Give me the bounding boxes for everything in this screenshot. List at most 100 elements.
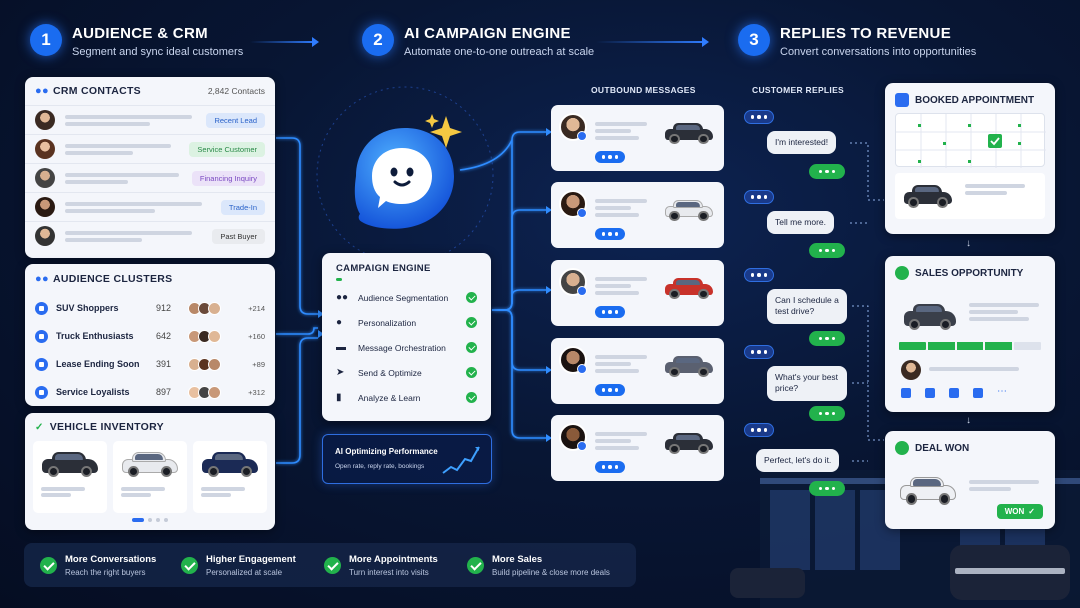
check-icon xyxy=(466,317,477,328)
truck-icon xyxy=(35,329,48,343)
card-title: CRM CONTACTS xyxy=(53,85,141,97)
typing-indicator xyxy=(595,228,625,240)
won-badge: WON✓ xyxy=(996,504,1043,519)
dollar-icon xyxy=(895,266,909,280)
car-image xyxy=(660,350,718,380)
card-title: DEAL WON xyxy=(915,442,970,454)
list-item[interactable]: Service Customer xyxy=(25,134,275,163)
status-badge: Past Buyer xyxy=(212,228,265,244)
cluster-name: Truck Enthusiasts xyxy=(56,331,134,341)
engine-step[interactable]: ●Personalization xyxy=(322,310,491,335)
people-icon: ●● xyxy=(336,291,349,303)
sales-opportunity-card: SALES OPPORTUNITY ⋯ xyxy=(885,256,1055,412)
status-badge: Trade-In xyxy=(220,199,265,215)
avatar xyxy=(208,301,221,315)
header-arrow xyxy=(250,37,319,47)
placeholder-lines xyxy=(65,112,206,129)
calendar-grid[interactable] xyxy=(895,113,1046,168)
typing-indicator xyxy=(595,461,625,473)
avatar xyxy=(35,110,55,130)
benefit-subtitle: Build pipeline & close more deals xyxy=(492,567,610,577)
engine-step[interactable]: ▮ Analyze & Learn xyxy=(322,385,491,410)
ai-assistant-logo xyxy=(350,124,460,232)
appointment-vehicle[interactable] xyxy=(895,173,1045,219)
typing-indicator xyxy=(744,423,774,437)
car-image xyxy=(895,469,961,509)
carousel-dots[interactable] xyxy=(25,518,275,522)
engine-step[interactable]: ▬Message Orchestration xyxy=(322,335,491,360)
customer-reply: Tell me more. xyxy=(767,211,835,235)
outbound-message-card[interactable] xyxy=(551,415,724,481)
wrench-icon xyxy=(35,385,48,399)
list-item[interactable]: Financing Inquiry xyxy=(25,163,275,192)
arrow-down-icon: ↓ xyxy=(966,238,971,249)
card-title: CAMPAIGN ENGINE xyxy=(336,263,431,274)
replies-header: CUSTOMER REPLIES xyxy=(752,85,845,95)
car-image xyxy=(899,296,961,334)
avatar xyxy=(559,268,587,296)
cluster-row[interactable]: SUV Shoppers 912 +214 xyxy=(25,294,275,322)
engine-step[interactable]: ●●Audience Segmentation xyxy=(322,285,491,310)
cluster-row[interactable]: Service Loyalists 897 +312 xyxy=(25,378,275,406)
typing-indicator xyxy=(595,306,625,318)
typing-indicator xyxy=(809,164,845,179)
status-badge: Financing Inquiry xyxy=(191,170,265,186)
email-icon[interactable] xyxy=(925,388,935,398)
customer-reply: What's your best price? xyxy=(767,366,847,401)
engine-step[interactable]: ➤Send & Optimize xyxy=(322,360,491,385)
calendar-icon[interactable] xyxy=(973,388,983,398)
outbound-message-card[interactable] xyxy=(551,105,724,171)
typing-indicator xyxy=(744,345,774,359)
outbound-message-card[interactable] xyxy=(551,182,724,248)
calendar-icon xyxy=(35,357,48,371)
cluster-row[interactable]: Truck Enthusiasts 642 +160 xyxy=(25,322,275,350)
vehicle-tile[interactable] xyxy=(33,441,107,513)
step-title: AUDIENCE & CRM xyxy=(72,25,208,42)
list-item[interactable]: Past Buyer xyxy=(25,221,275,250)
step-subtitle: Automate one-to-one outreach at scale xyxy=(404,46,595,58)
more-icon[interactable]: ⋯ xyxy=(997,386,1007,397)
avatar xyxy=(35,139,55,159)
typing-indicator xyxy=(809,481,845,496)
cluster-name: Service Loyalists xyxy=(56,387,130,397)
car-image xyxy=(37,445,103,481)
trend-line-icon xyxy=(442,446,480,474)
avatar xyxy=(35,226,55,246)
card-title: SALES OPPORTUNITY xyxy=(915,267,1024,279)
vehicle-inventory-card: ✓VEHICLE INVENTORY xyxy=(25,413,275,530)
step-title: REPLIES TO REVENUE xyxy=(780,25,951,42)
outbound-message-card[interactable] xyxy=(551,338,724,404)
avatar xyxy=(559,346,587,374)
trophy-icon xyxy=(895,441,909,455)
engine-step-label: Message Orchestration xyxy=(358,342,446,353)
panel-title: AI Optimizing Performance xyxy=(335,447,438,456)
vehicle-tile[interactable] xyxy=(113,441,187,513)
step-1: 1 AUDIENCE & CRM Segment and sync ideal … xyxy=(30,24,243,58)
list-item[interactable]: Trade-In xyxy=(25,192,275,221)
typing-indicator xyxy=(595,384,625,396)
placeholder-lines xyxy=(65,199,221,216)
audience-clusters-card: ●●AUDIENCE CLUSTERS SUV Shoppers 912 +21… xyxy=(25,264,275,406)
check-icon xyxy=(466,367,477,378)
phone-icon[interactable] xyxy=(901,388,911,398)
step-subtitle: Convert conversations into opportunities xyxy=(780,46,977,58)
car-image xyxy=(660,194,718,224)
cluster-extra: +160 xyxy=(248,331,265,341)
cluster-row[interactable]: Lease Ending Soon 391 +89 xyxy=(25,350,275,378)
vehicle-tile[interactable] xyxy=(193,441,267,513)
list-item[interactable]: Recent Lead xyxy=(25,105,275,134)
cluster-count: 912 xyxy=(156,303,172,313)
engine-step-label: Analyze & Learn xyxy=(358,392,421,403)
cluster-name: SUV Shoppers xyxy=(56,303,119,313)
cluster-count: 642 xyxy=(156,331,172,341)
chat-icon[interactable] xyxy=(949,388,959,398)
customer-reply: Perfect, let's do it. xyxy=(756,449,840,473)
benefit-title: Higher Engagement xyxy=(206,553,296,565)
placeholder-lines xyxy=(65,228,212,245)
outbound-message-card[interactable] xyxy=(551,260,724,326)
bar-chart-icon: ▮ xyxy=(336,391,342,403)
check-icon xyxy=(467,556,484,574)
check-icon: ✓ xyxy=(1028,507,1035,516)
